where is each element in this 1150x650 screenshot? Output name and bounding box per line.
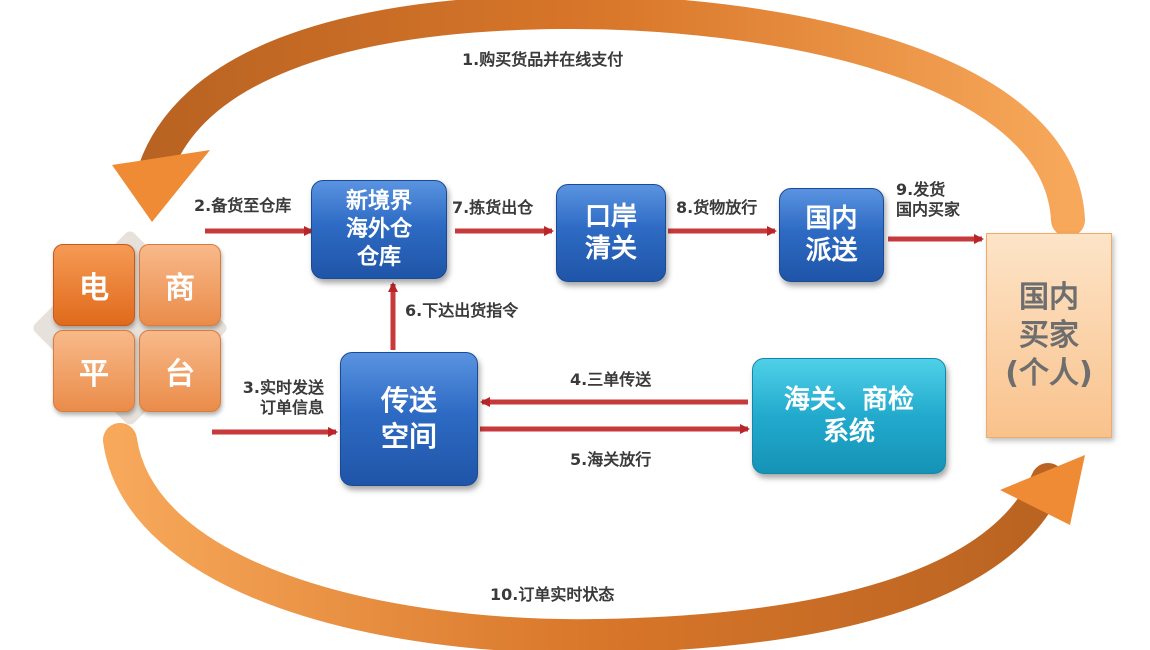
overseas-warehouse-box: 新境界 海外仓 仓库: [311, 180, 447, 279]
warehouse-line-2: 海外仓: [345, 216, 412, 242]
warehouse-line-3: 仓库: [356, 244, 401, 270]
warehouse-line-1: 新境界: [345, 188, 412, 214]
top-arc: [138, 0, 1085, 237]
step-8-label: 8.货物放行: [676, 198, 758, 217]
transfer-line-2: 空间: [380, 420, 437, 453]
platform-tile-1: 电: [53, 244, 135, 326]
step-1-label: 1.购买货品并在线支付: [462, 50, 624, 69]
step-10-label: 10.订单实时状态: [490, 585, 615, 604]
step-2-label: 2.备货至仓库: [194, 196, 292, 215]
step-3-label: 3.实时发送 订单信息: [232, 378, 324, 418]
buyer-line-1: 国内: [1018, 279, 1079, 315]
customs-line-2: 清关: [584, 234, 637, 264]
buyer-line-2: 买家: [1018, 317, 1079, 353]
domestic-delivery-box: 国内 派送: [779, 188, 884, 282]
platform-tile-3: 平: [53, 330, 135, 412]
inspection-line-2: 系统: [822, 417, 875, 447]
port-customs-box: 口岸 清关: [556, 184, 666, 282]
customs-inspection-system-box: 海关、商检 系统: [752, 358, 946, 474]
step-9-line-1: 9.发货: [896, 180, 946, 199]
step-3-line-2: 订单信息: [259, 398, 324, 417]
step-4-label: 4.三单传送: [570, 370, 652, 389]
step-3-line-1: 3.实时发送: [242, 378, 324, 397]
transfer-space-box: 传送 空间: [340, 352, 478, 486]
buyer-line-3: (个人): [1005, 355, 1093, 391]
delivery-line-2: 派送: [805, 236, 858, 266]
bottom-arc-head: [1000, 455, 1085, 525]
transfer-line-1: 传送: [380, 384, 437, 417]
platform-tile-2: 商: [139, 244, 221, 326]
top-arc-head: [112, 150, 210, 222]
bottom-arc: [103, 423, 1065, 650]
platform-tile-4: 台: [139, 330, 221, 412]
inspection-line-1: 海关、商检: [783, 385, 914, 415]
step-9-label: 9.发货 国内买家: [896, 180, 960, 220]
domestic-buyer-box: 国内 买家 (个人): [986, 233, 1112, 438]
step-9-line-2: 国内买家: [896, 200, 961, 219]
customs-line-1: 口岸: [584, 202, 637, 232]
step-5-label: 5.海关放行: [570, 450, 652, 469]
step-7-label: 7.拣货出仓: [452, 198, 534, 217]
step-6-label: 6.下达出货指令: [405, 301, 519, 320]
delivery-line-1: 国内: [805, 204, 858, 234]
